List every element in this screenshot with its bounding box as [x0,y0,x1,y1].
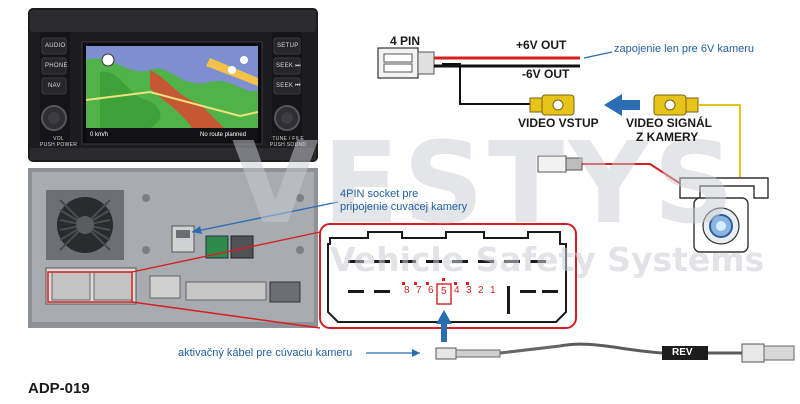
pin-number-8: 8 [404,285,410,296]
camera [679,177,769,253]
pin-number-1: 1 [490,285,496,296]
seek-next-button[interactable] [273,57,301,75]
seek-next-label: SEEK ⏭ [276,63,301,69]
green-socket [205,235,229,259]
signal-arrow [604,94,640,116]
socket-note-line1: 4PIN socket pre [340,188,419,200]
tune-knob-label: TUNE / FILE PUSH SOUND [270,136,307,148]
video-signal-label-1: VIDEO SIGNÁL [626,116,713,130]
nav-button-label: NAV [48,83,61,89]
watermark-brand: VESTYS [232,119,739,249]
setup-button[interactable] [273,37,301,55]
video-in-label: VIDEO VSTUP [518,116,599,130]
seek-prev-button[interactable] [273,77,301,95]
socket-note-line2: pripojenie cuvacej kamery [340,201,468,213]
minus-6v-label: -6V OUT [522,67,570,81]
watermark-tagline: Vehicle Safety Systems [330,240,765,279]
plus-6v-label: +6V OUT [516,38,567,52]
poi-icon [228,66,236,74]
poi-icon-2 [240,56,248,64]
nav-menu-icon[interactable] [101,53,115,67]
nav-button[interactable] [41,77,67,95]
pin-number-2: 2 [478,285,484,296]
rev-label: REV [672,347,693,358]
audio-button-label: AUDIO [45,43,66,49]
rca-video-signal [653,94,699,116]
setup-button-label: SETUP [277,43,299,49]
plus-6v-note: zapojenie len pre 6V kameru [614,43,755,55]
highlighted-pin-box [436,283,452,305]
activation-cable [366,342,795,363]
audio-button[interactable] [41,37,67,55]
pin-number-5: 5 [441,286,447,297]
pin4-cable [377,47,613,105]
head-unit-rear [28,168,318,328]
vol-knob-label: VOL PUSH POWER [40,136,78,148]
pin-number-7: 7 [416,285,422,296]
speed-readout: 0 km/h [90,132,109,138]
video-signal-label-2: Z KAMERY [636,130,699,144]
head-unit-front [28,8,318,162]
seek-prev-label: SEEK ⏮ [276,83,301,89]
pin-arrow [436,310,452,342]
model-code: ADP-019 [28,380,90,397]
pin-number-6: 6 [428,285,434,296]
rca-video-in [529,94,575,116]
pin4-label: 4 PIN [390,34,421,48]
route-status: No route planned [200,132,247,138]
phone-button-label: PHONE [45,63,68,69]
harness-connector [319,223,577,329]
phone-button[interactable] [41,57,67,75]
activation-note: aktivačný kábel pre cúvaciu kameru [178,347,353,359]
pin-number-3: 3 [466,285,472,296]
pin-number-4: 4 [454,285,460,296]
